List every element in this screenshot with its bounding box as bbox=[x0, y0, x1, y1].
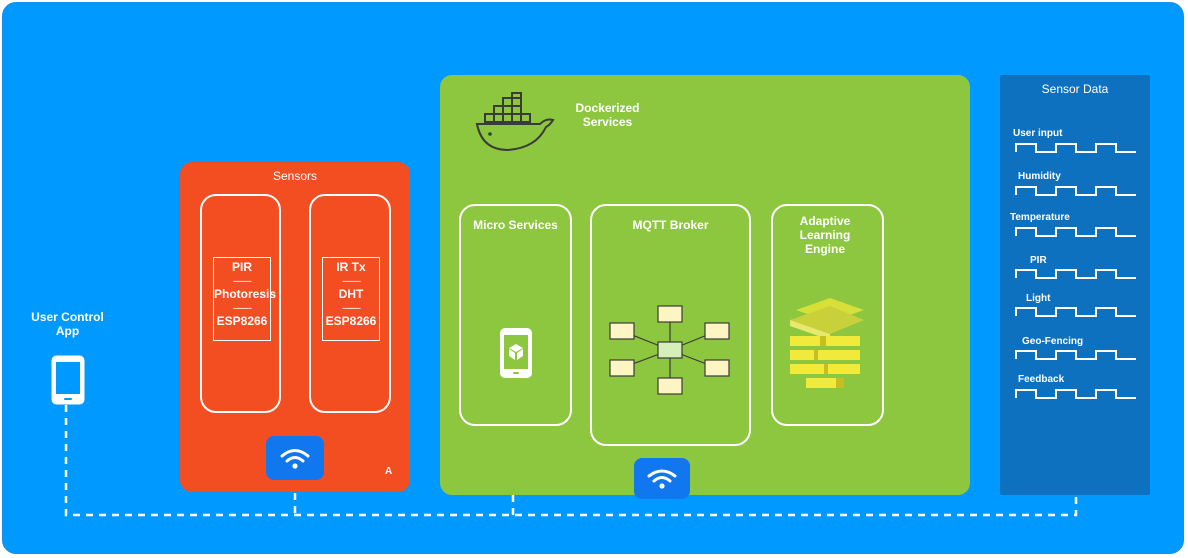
sensors-title: Sensors bbox=[272, 169, 318, 183]
signal-label-feedback: Feedback bbox=[1018, 374, 1065, 385]
app-cube-icon bbox=[499, 327, 533, 384]
sensor-node-1[interactable] bbox=[200, 194, 281, 413]
signal-label-light: Light bbox=[1026, 293, 1051, 304]
waveform-light bbox=[1015, 307, 1136, 317]
docker-whale-icon bbox=[474, 92, 556, 159]
waveform-humidity bbox=[1015, 186, 1136, 196]
waveform-pir bbox=[1015, 269, 1136, 279]
user-app-label: User Control App bbox=[31, 310, 104, 338]
sensor-node-2[interactable] bbox=[309, 194, 391, 413]
wifi-icon bbox=[647, 469, 677, 489]
mqtt-broker-label: MQTT Broker bbox=[632, 218, 709, 232]
micro-services-label: Micro Services bbox=[473, 218, 558, 232]
docker-title: Dockerized Services bbox=[575, 101, 640, 129]
sensor-node-2-specs: IR Tx --------- DHT --------- ESP8266 bbox=[322, 257, 380, 341]
mqtt-broker-box[interactable] bbox=[590, 204, 751, 446]
docker-wifi-badge[interactable] bbox=[634, 458, 690, 499]
waveform-feedback bbox=[1015, 389, 1136, 399]
micro-services-box[interactable] bbox=[459, 204, 572, 426]
adaptive-engine-box[interactable] bbox=[771, 204, 884, 426]
signal-label-temperature: Temperature bbox=[1010, 212, 1070, 223]
signal-label-user-input: User input bbox=[1013, 128, 1063, 139]
waveform-geo-fencing bbox=[1015, 350, 1136, 360]
waveform-temperature bbox=[1015, 227, 1136, 237]
cube-stack-icon bbox=[786, 296, 868, 399]
wifi-icon bbox=[280, 449, 310, 469]
sensors-corner-label: A bbox=[385, 466, 393, 477]
sensor-node-1-specs: PIR --------- Photoresis --------- ESP82… bbox=[213, 257, 276, 341]
waveform-user-input bbox=[1015, 143, 1136, 153]
sensors-wifi-badge[interactable] bbox=[266, 436, 324, 480]
signal-label-pir: PIR bbox=[1030, 255, 1047, 266]
signal-label-humidity: Humidity bbox=[1018, 171, 1061, 182]
phone-icon[interactable] bbox=[50, 354, 86, 411]
mqtt-network-icon bbox=[606, 302, 734, 403]
sensor-data-title: Sensor Data bbox=[1041, 82, 1109, 96]
adaptive-engine-label: Adaptive Learning Engine bbox=[799, 214, 851, 256]
signal-label-geo-fencing: Geo-Fencing bbox=[1022, 336, 1084, 347]
